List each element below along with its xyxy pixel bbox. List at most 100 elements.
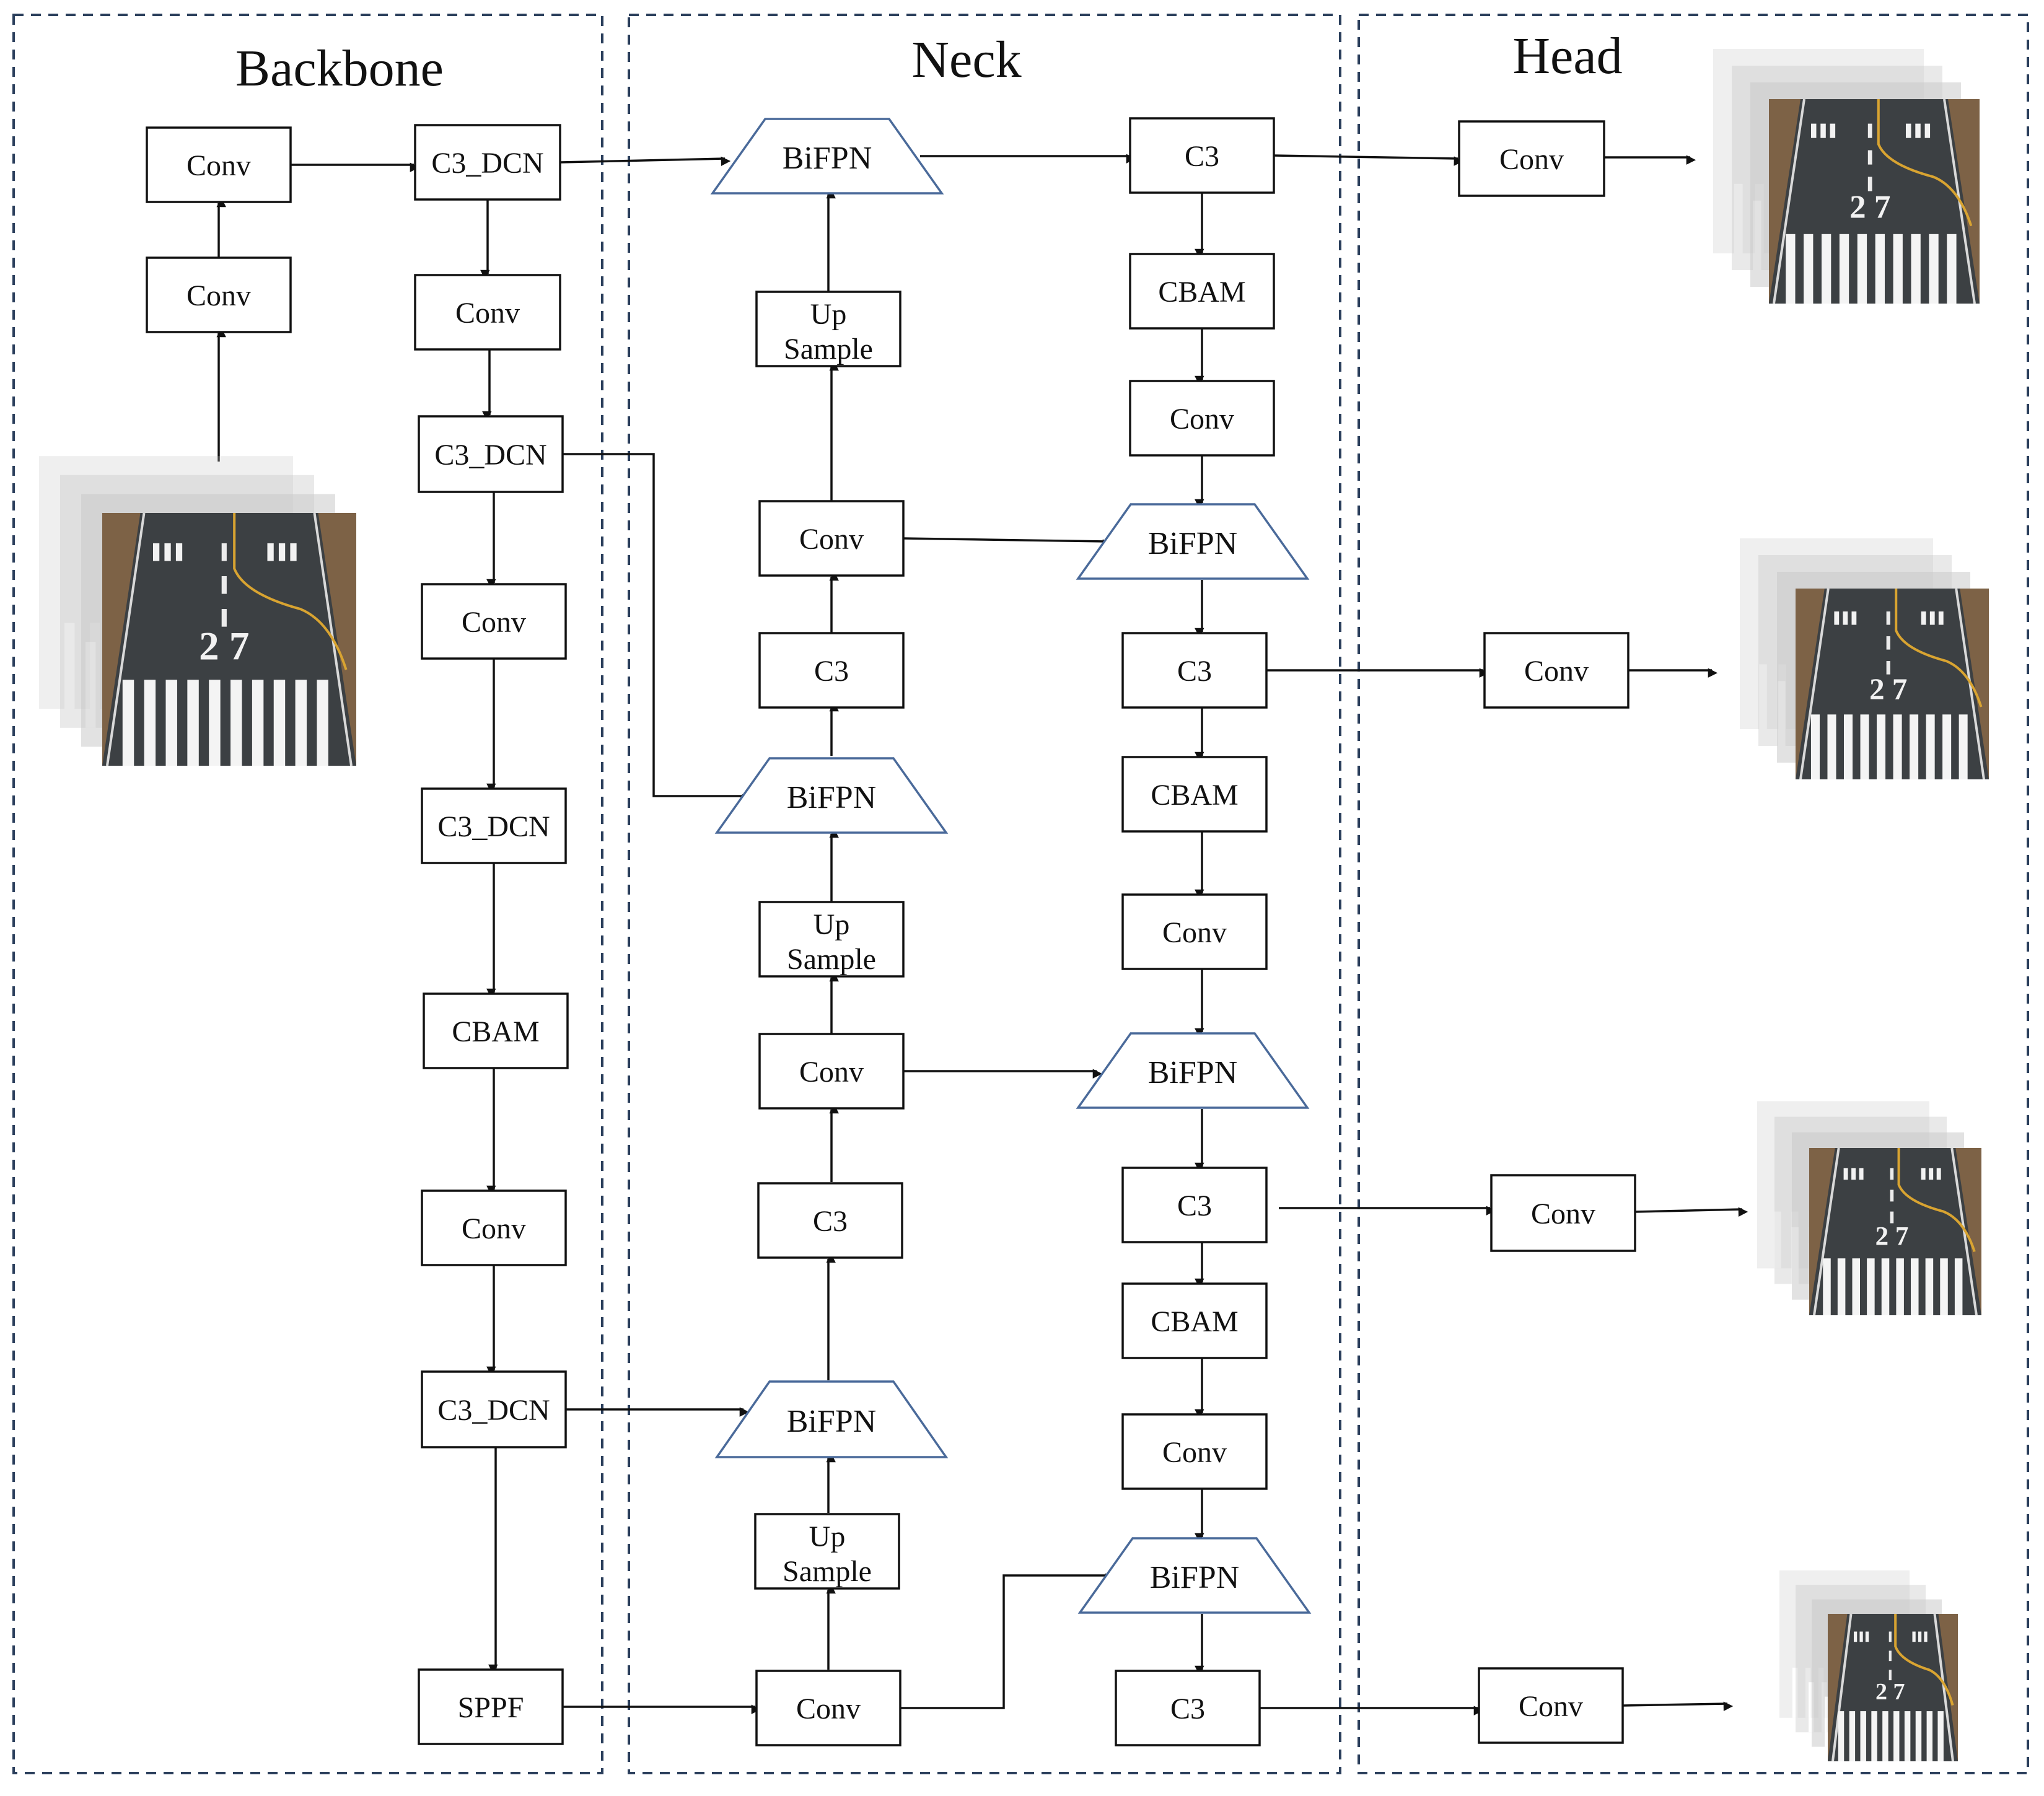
- output-runway-image-2-front-edge-line-left: [1799, 588, 1830, 780]
- output-runway-image-4-front-centerline-dash: [1888, 1670, 1892, 1681]
- output-runway-image-2-front-threshold-stripe: [1910, 714, 1919, 779]
- input-runway-image-front-centerline-dash: [221, 609, 227, 627]
- output-runway-image-1-front: 2 7: [1769, 99, 1980, 304]
- output-runway-image-3-front-threshold-stripe: [1940, 1258, 1948, 1315]
- nk-cbam-r3-frame: [1121, 1282, 1268, 1359]
- input-runway-image-front-threshold-stripe: [122, 680, 134, 766]
- nk-c3-r1: C3: [1129, 117, 1275, 194]
- bb-conv-top: Conv: [146, 126, 292, 203]
- hd-conv-1-frame: [1458, 120, 1605, 197]
- output-runway-image-3-front-taxi-line: [1897, 1148, 1976, 1253]
- hd-conv-2: Conv: [1483, 632, 1629, 709]
- hd-conv-3-label: Conv: [1531, 1198, 1595, 1230]
- bb-c3dcn-2-frame: [418, 415, 564, 493]
- output-runway-image-1-front-centerline-dash: [1867, 123, 1872, 138]
- output-runway-image-1-front-touchdown-mark: [1811, 123, 1817, 138]
- output-runway-image-3-stack-layer-stripe: [1774, 1211, 1781, 1269]
- nk-up-2-label-line1: Up: [814, 908, 850, 941]
- nk-up-3-label-line2: Sample: [783, 1555, 872, 1588]
- edge-arrow-29: [900, 1573, 1115, 1709]
- nk-c3-2: C3: [757, 1182, 903, 1259]
- nk-bifpn-3: BiFPN: [714, 1380, 949, 1458]
- output-runway-image-1-stack-layer-stripe: [1734, 183, 1743, 253]
- output-runway-image-1-front-threshold-stripe: [1822, 234, 1831, 304]
- nk-up-1-frame: [755, 291, 901, 367]
- hd-conv-4: Conv: [1478, 1667, 1624, 1744]
- bb-c3dcn-3: C3_DCN: [421, 787, 567, 864]
- nk-c3-r3: C3: [1121, 1167, 1268, 1243]
- output-runway-image-1-front-threshold-stripe: [1947, 234, 1957, 304]
- output-runway-image-3-front-threshold-stripe: [1911, 1258, 1919, 1315]
- output-runway-image-4-front-threshold-stripe: [1937, 1711, 1944, 1761]
- nk-conv-1-label: Conv: [799, 523, 864, 556]
- output-runway-image-1-front-touchdown-mark: [1924, 123, 1931, 138]
- bb-c3dcn-1: C3_DCN: [414, 124, 561, 201]
- edge-arrow-12: [559, 156, 731, 167]
- output-runway-image-3-front-centerline-dash: [1890, 1189, 1894, 1202]
- bb-conv-2: Conv: [146, 256, 292, 333]
- nk-c3-r3-label: C3: [1177, 1189, 1212, 1222]
- bb-conv-top-frame: [146, 126, 292, 203]
- output-runway-image-2-front-touchdown-mark: [1921, 611, 1926, 625]
- nk-conv-r1-label: Conv: [1170, 403, 1234, 436]
- nk-conv-1: Conv: [758, 500, 905, 577]
- output-runway-image-1-front-touchdown-mark: [1830, 123, 1836, 138]
- nk-cbam-r1: CBAM: [1129, 253, 1275, 330]
- output-runway-image-3-front-touchdown-mark: [1843, 1168, 1848, 1180]
- nk-bifpn-r2-shape: [1076, 1032, 1310, 1109]
- nk-cbam-r2-frame: [1121, 756, 1268, 833]
- output-runway-image-4-front-touchdown-mark: [1859, 1631, 1863, 1642]
- output-runway-image-3-front-touchdown-mark: [1859, 1168, 1864, 1180]
- output-runway-image-2-stack-layer-stripe: [1759, 664, 1767, 729]
- output-runway-image-2-front-centerline-dash: [1886, 661, 1890, 675]
- output-runway-image-2-front-centerline-dash: [1886, 636, 1890, 650]
- nk-bifpn-r1: BiFPN: [1076, 503, 1310, 580]
- input-runway-image-front-touchdown-mark: [164, 543, 171, 561]
- edge-arrow-49: [1622, 1701, 1734, 1712]
- hd-conv-1: Conv: [1458, 120, 1605, 197]
- bb-conv-4: Conv: [421, 583, 567, 660]
- output-runway-image-1-front-taxi-line: [1877, 99, 1973, 227]
- input-runway-image-front-centerline-dash: [221, 576, 227, 594]
- input-runway-image-front: 2 7: [102, 512, 356, 766]
- nk-c3-1: C3: [758, 632, 905, 709]
- hd-conv-3-frame: [1490, 1174, 1636, 1252]
- output-runway-image-2-front-taxi-line: [1895, 589, 1983, 707]
- output-runway-image-3-front-touchdown-mark: [1929, 1168, 1934, 1180]
- output-runway-image-1-front-centerline-dash: [1867, 177, 1872, 191]
- nk-conv-r2: Conv: [1121, 893, 1268, 970]
- nk-bifpn-1: BiFPN: [710, 118, 944, 195]
- output-runway-image-4-front-touchdown-mark: [1854, 1631, 1858, 1642]
- input-runway-image-front-threshold-stripe: [230, 680, 242, 766]
- nk-bifpn-r1-label: BiFPN: [1148, 526, 1238, 561]
- output-runway-image-2-front-threshold-stripe: [1877, 714, 1886, 779]
- output-runway-image-3-front-touchdown-mark: [1851, 1168, 1856, 1180]
- nk-conv-3: Conv: [755, 1670, 901, 1746]
- output-runway-image-3-front-threshold-stripe: [1954, 1258, 1963, 1315]
- bb-sppf: SPPF: [418, 1668, 564, 1745]
- output-runway-image-1-front-threshold-stripe: [1786, 234, 1796, 304]
- output-runway-image-3-front: 2 7: [1809, 1147, 1981, 1316]
- bb-conv-2-label: Conv: [186, 279, 251, 312]
- nk-c3-2-label: C3: [813, 1205, 848, 1238]
- nk-c3-r2: C3: [1121, 632, 1268, 709]
- nk-bifpn-r1-shape: [1076, 503, 1310, 580]
- output-runway-image-2-front-touchdown-mark: [1843, 611, 1848, 625]
- input-runway-image: 2 7: [39, 456, 356, 766]
- output-runway-image-2-front-threshold-stripe: [1844, 714, 1853, 779]
- hd-conv-2-frame: [1483, 632, 1629, 709]
- output-runway-image-2-front-touchdown-mark: [1938, 611, 1944, 625]
- output-runway-image-4-stack-layer-stripe: [1792, 1667, 1798, 1718]
- output-runway-image-1-front-threshold-stripe: [1911, 234, 1921, 304]
- bb-cbam: CBAM: [423, 992, 569, 1069]
- edge-arrow-48: [1634, 1207, 1748, 1217]
- bb-c3dcn-1-label: C3_DCN: [431, 147, 543, 180]
- bb-conv-2-frame: [146, 256, 292, 333]
- nk-up-2-label-line2: Sample: [787, 943, 876, 976]
- output-runway-image-2-front-threshold-stripe: [1958, 714, 1968, 779]
- output-runway-image-1-front-edge-line-left: [1773, 99, 1805, 304]
- nk-conv-2-frame: [758, 1033, 905, 1110]
- output-runway-image-4-stack-layer-stripe: [1809, 1682, 1814, 1733]
- nodes: ConvConvC3_DCNConvC3_DCNConvC3_DCNCBAMCo…: [146, 117, 1636, 1746]
